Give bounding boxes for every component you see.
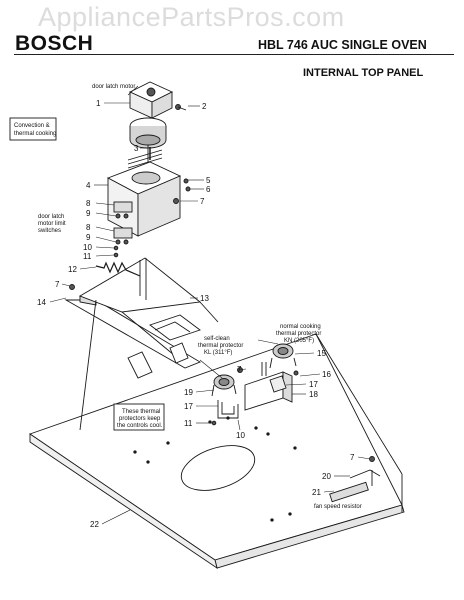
frame-screws — [69, 284, 243, 373]
label-normal-cooking-line2: thermal protector — [276, 331, 321, 337]
callout-7: 7 — [200, 197, 205, 206]
label-limit-switches-line2: motor limit — [38, 221, 66, 227]
label-self-clean-line1: self-clean — [204, 336, 230, 342]
callout-14: 14 — [37, 298, 46, 307]
thermal-protector-kl — [211, 374, 237, 397]
callout-11: 11 — [184, 419, 193, 428]
callout-2: 2 — [202, 102, 207, 111]
label-door-latch-motor: door latch motor — [92, 84, 135, 90]
label-fan-speed-resistor: fan speed resistor — [314, 504, 362, 510]
label-limit-switches-line1: door latch — [38, 214, 64, 220]
leader-lines — [49, 85, 371, 525]
callout-8: 8 — [86, 223, 91, 232]
callout-5: 5 — [206, 176, 211, 185]
callout-7: 7 — [237, 365, 242, 374]
thermal-protector-kn — [269, 343, 297, 369]
limit-switches — [113, 201, 133, 258]
note-protectors-line2: protectors keep — [119, 416, 161, 422]
note-convection-line1: Convection & — [14, 123, 50, 129]
callout-12: 12 — [68, 265, 77, 274]
callout-3: 3 — [134, 144, 139, 153]
callout-20: 20 — [322, 472, 331, 481]
spring-12 — [95, 261, 141, 277]
section-title: INTERNAL TOP PANEL — [303, 67, 424, 79]
callout-18: 18 — [309, 390, 318, 399]
frame-rail — [64, 257, 219, 431]
note-protectors-line1: These thermal — [122, 409, 160, 415]
brand-logo: BOSCH — [15, 32, 94, 55]
label-normal-cooking-line3: KN (205°F) — [284, 338, 314, 344]
callout-6: 6 — [206, 185, 211, 194]
callout-4: 4 — [86, 181, 91, 190]
callout-9: 9 — [86, 209, 91, 218]
protector-bracket — [244, 362, 299, 411]
clip-17 — [211, 400, 239, 426]
label-self-clean-line2: thermal protector — [198, 343, 243, 349]
fan-speed-resistor — [329, 456, 381, 503]
callout-1: 1 — [96, 99, 101, 108]
callout-16: 16 — [322, 370, 331, 379]
model-title: HBL 746 AUC SINGLE OVEN — [258, 38, 427, 52]
door-latch-motor — [128, 81, 174, 162]
callout-8: 8 — [86, 199, 91, 208]
callout-17: 17 — [309, 380, 318, 389]
watermark: AppliancePartsPros.com — [38, 2, 345, 32]
label-normal-cooking-line1: normal cooking — [280, 324, 321, 330]
callout-15: 15 — [317, 349, 326, 358]
callout-19: 19 — [184, 388, 193, 397]
label-self-clean-line3: KL (311°F) — [204, 350, 232, 356]
convection-note-box — [9, 117, 57, 141]
callout-10: 10 — [236, 431, 245, 440]
motor-bracket — [106, 149, 182, 237]
screw-2 — [175, 104, 187, 111]
header-rule — [14, 54, 454, 55]
callout-13: 13 — [200, 294, 209, 303]
note-protectors-line3: the controls cool. — [117, 423, 163, 429]
protector-note-box — [113, 403, 165, 431]
callout-21: 21 — [312, 488, 321, 497]
callout-7: 7 — [55, 280, 60, 289]
note-convection-line2: thermal cooking — [14, 131, 56, 137]
callout-11: 11 — [83, 252, 92, 261]
callout-9: 9 — [86, 233, 91, 242]
callout-10: 10 — [83, 243, 92, 252]
callout-17: 17 — [184, 402, 193, 411]
callout-7: 7 — [350, 453, 355, 462]
callout-22: 22 — [90, 520, 99, 529]
top-panel-plate — [29, 333, 405, 570]
label-limit-switches-line3: switches — [38, 228, 61, 234]
